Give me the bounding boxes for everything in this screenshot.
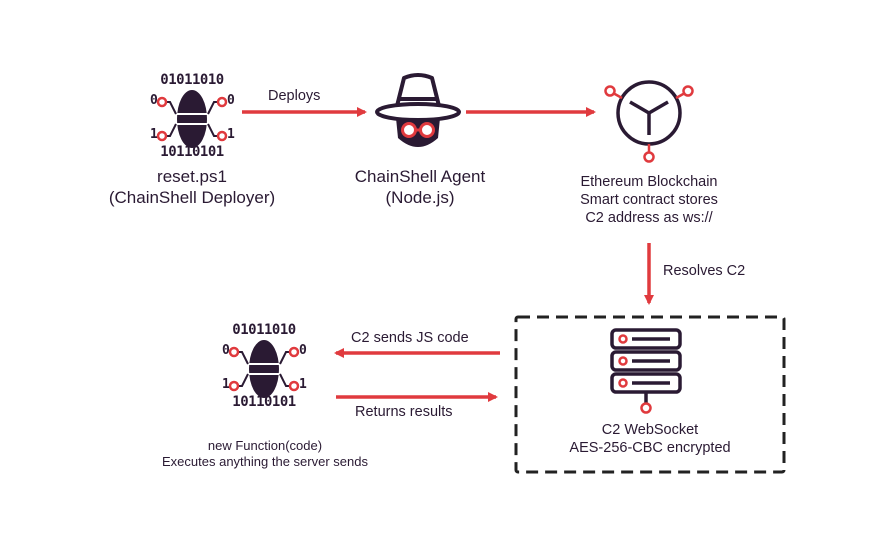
executor-label: new Function(code) Executes anything the… <box>115 438 415 471</box>
agent-subtitle: (Node.js) <box>385 188 455 208</box>
executor-title: new Function(code) <box>207 438 323 453</box>
svg-text:1: 1 <box>227 127 235 142</box>
blockchain-line-2: Smart contract stores <box>580 192 718 209</box>
svg-text:01011010: 01011010 <box>232 322 296 338</box>
blockchain-line-3: C2 address as ws:// <box>585 210 713 227</box>
svg-text:0: 0 <box>222 343 230 358</box>
binary-chip-icon: 01011010 10110101 0 0 1 1 <box>150 72 235 160</box>
agent-title: ChainShell Agent <box>354 167 486 186</box>
svg-text:1: 1 <box>150 127 158 142</box>
c2-subtitle: AES-256-CBC encrypted <box>569 440 731 457</box>
svg-text:1: 1 <box>299 377 307 392</box>
edge-label-returns: Returns results <box>355 404 453 420</box>
svg-text:1: 1 <box>222 377 230 392</box>
c2-title: C2 WebSocket <box>601 422 699 438</box>
svg-text:01011010: 01011010 <box>160 72 224 88</box>
svg-text:10110101: 10110101 <box>232 394 296 410</box>
server-stack-icon <box>610 328 682 414</box>
edge-label-resolves: Resolves C2 <box>663 263 746 279</box>
binary-chip-icon: 01011010 10110101 0 0 1 1 <box>222 322 307 410</box>
deployer-title: reset.ps1 <box>157 167 227 186</box>
executor-subtitle: Executes anything the server sends <box>162 454 368 470</box>
svg-text:10110101: 10110101 <box>160 144 224 160</box>
edge-label-sends-js: C2 sends JS code <box>351 330 469 346</box>
c2-container <box>514 315 786 474</box>
c2-label: C2 WebSocket AES-256-CBC encrypted <box>530 421 770 457</box>
deployer-subtitle: (ChainShell Deployer) <box>108 188 276 208</box>
edge-label-deploys: Deploys <box>268 88 321 104</box>
svg-text:0: 0 <box>299 343 307 358</box>
deployer-label: reset.ps1 (ChainShell Deployer) <box>72 166 312 209</box>
blockchain-title: Ethereum Blockchain <box>580 174 718 190</box>
blockchain-label: Ethereum Blockchain Smart contract store… <box>539 173 759 227</box>
svg-text:0: 0 <box>227 93 235 108</box>
hacker-hat-icon <box>375 73 461 147</box>
ethereum-node-icon <box>604 80 694 163</box>
svg-text:0: 0 <box>150 93 158 108</box>
agent-label: ChainShell Agent (Node.js) <box>300 166 540 209</box>
